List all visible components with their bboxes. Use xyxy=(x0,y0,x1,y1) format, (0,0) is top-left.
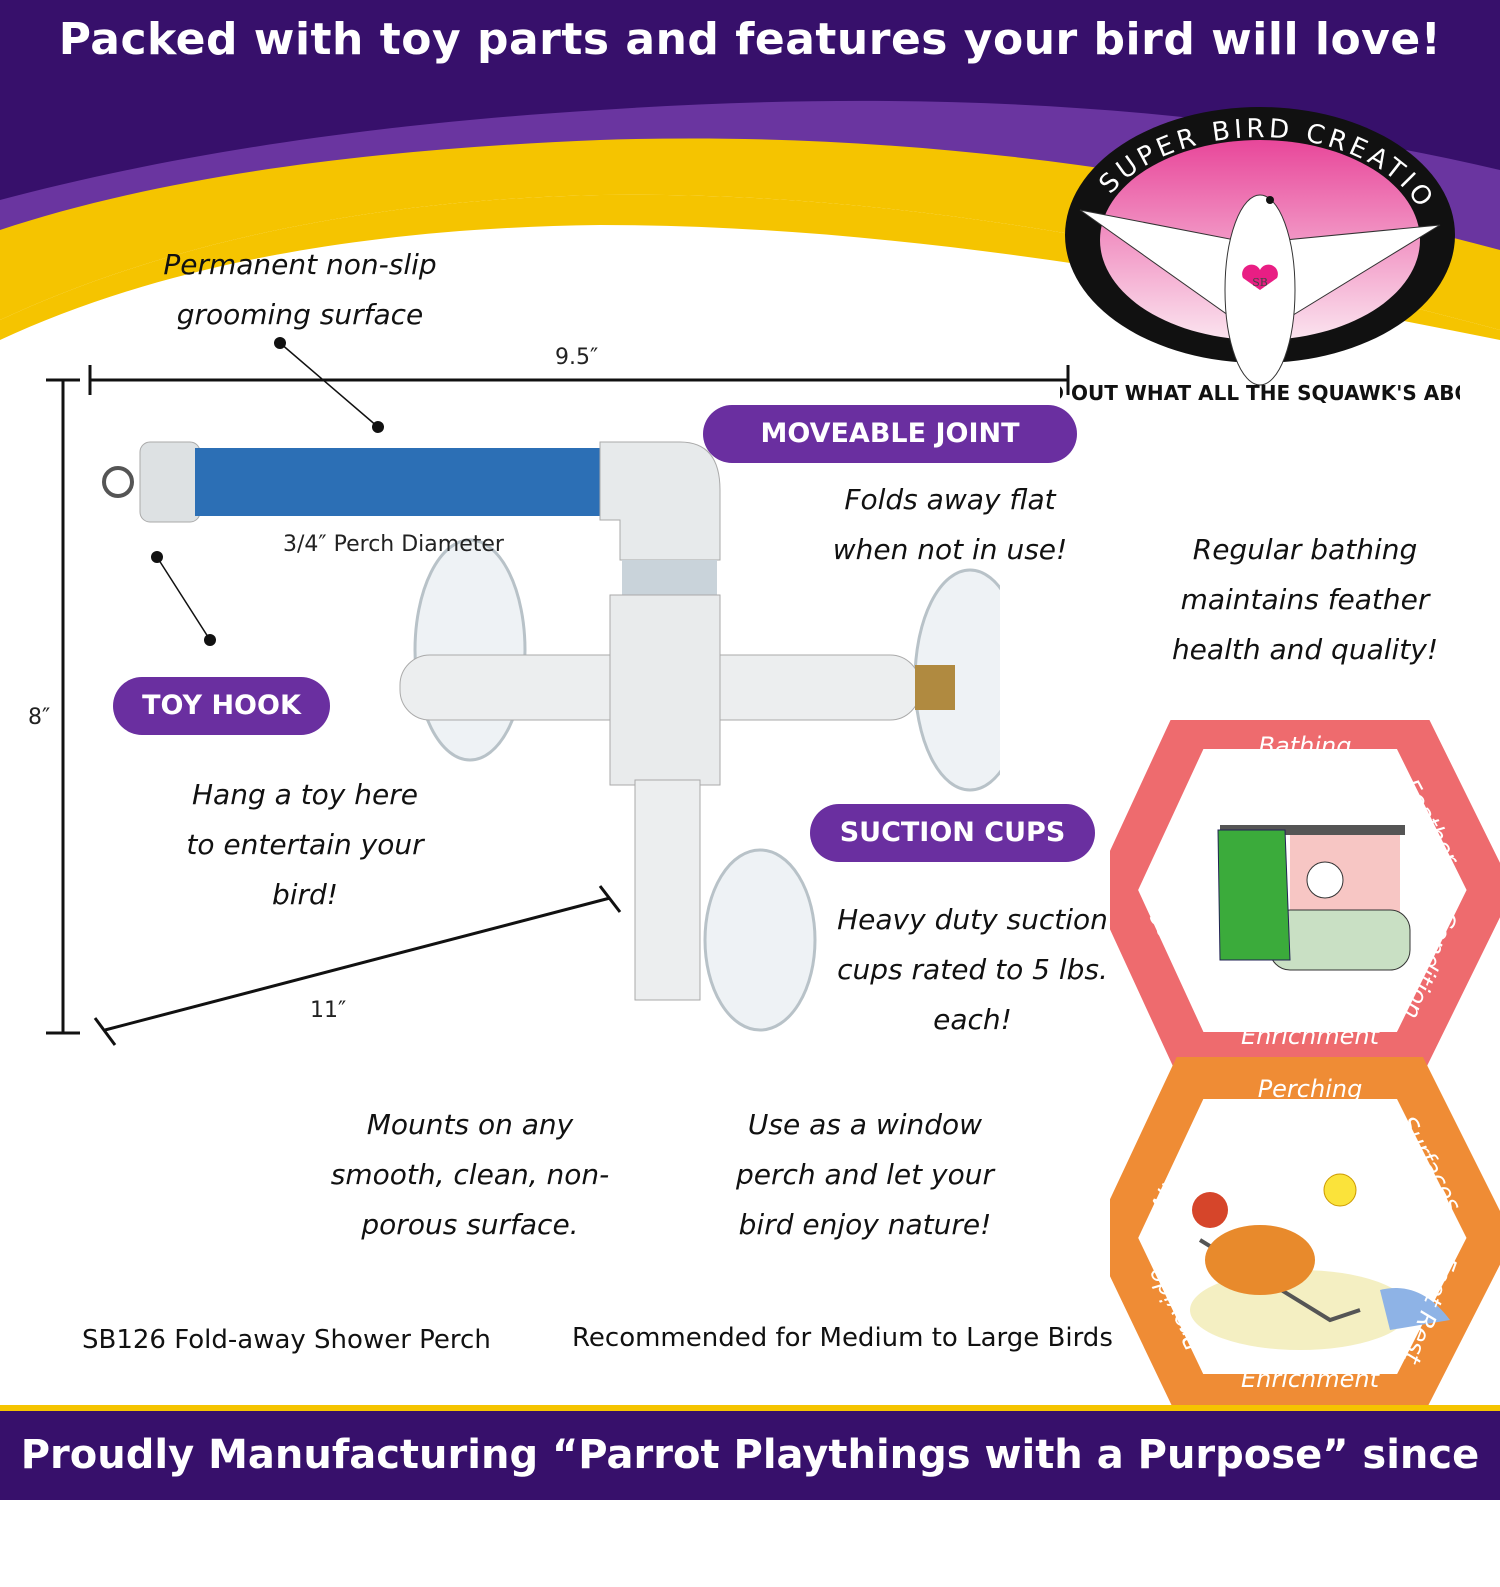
hex-perching-top: Perching xyxy=(1257,1075,1363,1103)
hang-toy-callout: Hang a toy here to entertain your bird! xyxy=(186,778,424,911)
product-name: SB126 Fold-away Shower Perch xyxy=(82,1325,491,1355)
mounts-callout: Mounts on any smooth, clean, non-porous … xyxy=(330,1108,610,1241)
grooming-callout: Permanent non-slip grooming surface xyxy=(163,248,437,331)
bathing-illustration xyxy=(1217,825,1411,971)
svg-text:SB: SB xyxy=(1252,276,1268,289)
heavy-duty-callout: Heavy duty suction cups rated to 5 lbs. … xyxy=(837,903,1108,1036)
svg-text:FIND OUT WHAT ALL THE SQUAWK'S: FIND OUT WHAT ALL THE SQUAWK'S ABOUT! xyxy=(1060,381,1460,405)
bathing-callout: Regular bathing maintains feather health… xyxy=(1171,533,1439,666)
super-bird-creations-logo: SUPER BIRD CREATIONS SB FIND OUT WHAT AL… xyxy=(1060,100,1460,405)
folds-callout: Folds away flat when not in use! xyxy=(832,483,1068,566)
recommendation: Recommended for Medium to Large Birds xyxy=(572,1323,1113,1353)
height-dimension: 8″ xyxy=(28,705,51,730)
dimension-lines xyxy=(46,337,1070,1046)
perching-illustration xyxy=(1190,1173,1450,1350)
moveable-joint-label: MOVEABLE JOINT xyxy=(703,405,1077,463)
hex-bathing-top: Bathing xyxy=(1258,732,1352,760)
benefit-hexagons xyxy=(1110,720,1500,1410)
shower-perch-image xyxy=(102,441,1000,1032)
depth-dimension: 11″ xyxy=(310,998,347,1023)
hex-perching-bottom: Enrichment xyxy=(1240,1365,1380,1393)
hex-bathing-bottom: Enrichment xyxy=(1240,1022,1380,1050)
headline: Packed with toy parts and features your … xyxy=(58,14,1442,65)
suction-cups-label: SUCTION CUPS xyxy=(810,804,1095,862)
width-dimension: 9.5″ xyxy=(555,345,599,370)
footer-banner: Proudly Manufacturing “Parrot Playthings… xyxy=(0,1405,1500,1566)
window-callout: Use as a window perch and let your bird … xyxy=(736,1108,994,1241)
perch-diameter: 3/4″ Perch Diameter xyxy=(283,532,504,557)
toy-hook-label: TOY HOOK xyxy=(113,677,330,735)
